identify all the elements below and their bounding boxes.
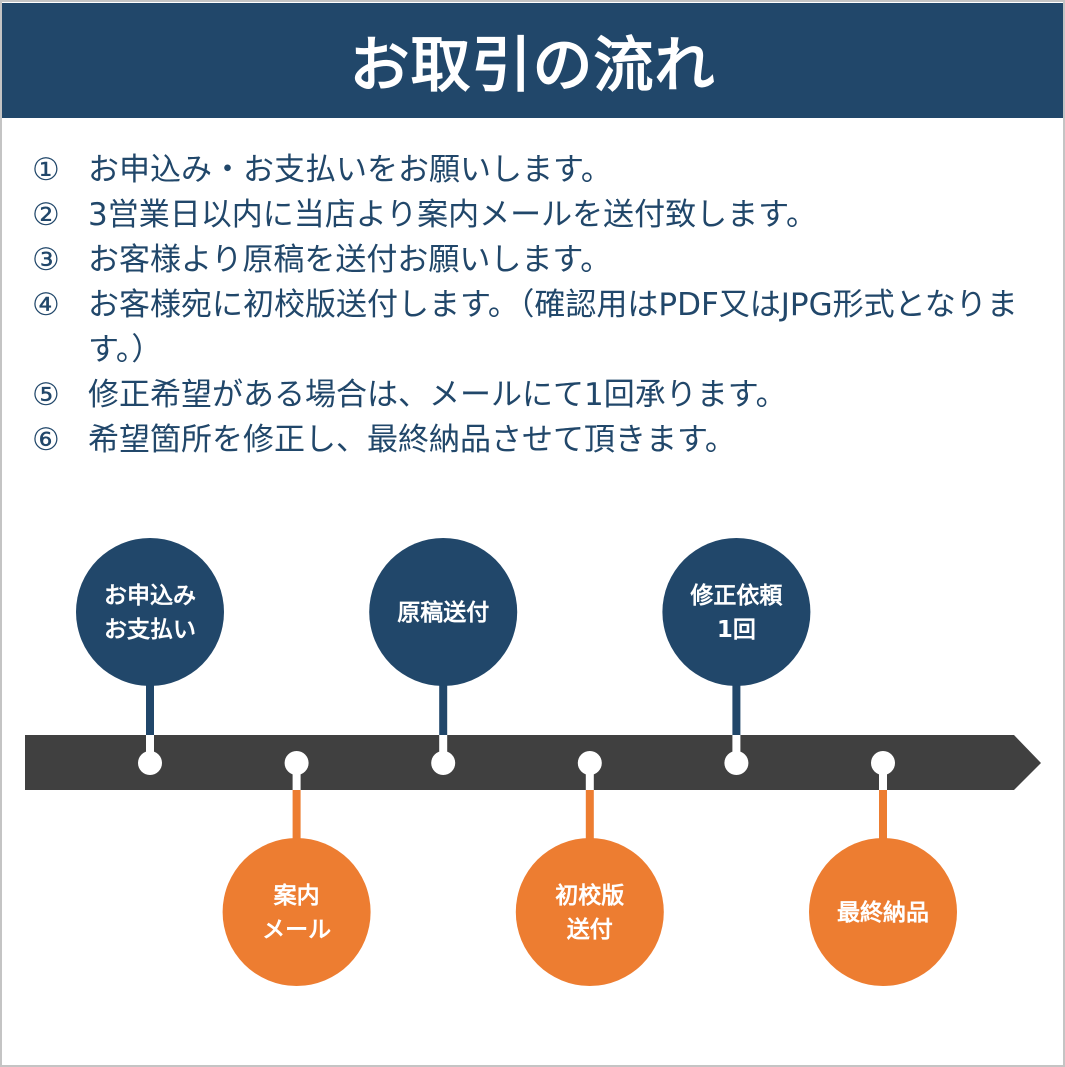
timeline-circle-top: [369, 538, 518, 686]
node-label: 初校版: [555, 882, 624, 909]
step-number: ②: [32, 197, 60, 233]
node-label: お申込み: [104, 582, 196, 609]
step-text: お客様宛に初校版送付します。（確認用はPDF又はJPG形式となります。）: [88, 287, 1018, 368]
timeline-dot: [284, 751, 309, 775]
timeline-node: 原稿送付: [369, 538, 518, 775]
step-number: ①: [32, 152, 60, 188]
step-item: ① お申込み・お支払いをお願いします。: [32, 148, 1042, 193]
node-stem-inner: [879, 763, 887, 790]
step-item: ② 3営業日以内に当店より案内メールを送付致します。: [32, 193, 1042, 238]
step-item: ⑥ 希望箇所を修正し、最終納品させて頂きます。: [32, 418, 1042, 463]
step-text: 修正希望がある場合は、メールにて1回承ります。: [88, 377, 787, 413]
node-label: 1回: [717, 617, 756, 643]
timeline-node: 最終納品: [809, 751, 957, 986]
timeline-node: 初校版送付: [515, 751, 664, 986]
node-label: お支払い: [104, 617, 196, 643]
timeline-circle-bottom: [222, 838, 371, 986]
timeline-dot: [724, 751, 749, 775]
timeline-dot: [871, 751, 895, 775]
node-label: 送付: [567, 916, 613, 943]
node-stem-inner: [439, 735, 448, 763]
node-label: 原稿送付: [397, 599, 489, 626]
steps-list: ① お申込み・お支払いをお願いします。 ② 3営業日以内に当店より案内メールを送…: [32, 148, 1042, 463]
node-label: 案内: [273, 882, 320, 909]
node-stem-inner: [292, 763, 301, 790]
step-text: 希望箇所を修正し、最終納品させて頂きます。: [88, 422, 736, 458]
timeline-dot: [431, 751, 456, 775]
node-stem-inner: [732, 735, 741, 763]
node-stem-inner: [585, 763, 594, 790]
step-number: ⑤: [32, 377, 60, 413]
timeline-circle-bottom: [809, 838, 957, 986]
node-stem-inner: [146, 735, 154, 763]
timeline-dot: [138, 751, 162, 775]
timeline-arrow-bar: [25, 735, 1041, 790]
step-text: 3営業日以内に当店より案内メールを送付致します。: [88, 197, 818, 233]
header-banner: お取引の流れ: [2, 3, 1063, 118]
timeline-dot: [577, 751, 602, 775]
node-label: 修正依頼: [689, 582, 783, 609]
timeline-circle-top: [76, 538, 224, 686]
timeline-node: 案内メール: [222, 751, 371, 986]
timeline-circle-bottom: [515, 838, 664, 986]
step-item: ⑤ 修正希望がある場合は、メールにて1回承ります。: [32, 373, 1042, 418]
step-number: ④: [32, 287, 60, 323]
timeline-circle-top: [662, 538, 811, 686]
step-number: ③: [32, 242, 60, 278]
step-number: ⑥: [32, 422, 60, 458]
page-title: お取引の流れ: [349, 31, 716, 101]
timeline-node: 修正依頼 1回: [662, 538, 811, 775]
node-label: メール: [262, 917, 331, 943]
step-item: ④ お客様宛に初校版送付します。（確認用はPDF又はJPG形式となります。）: [32, 283, 1042, 373]
step-item: ③ お客様より原稿を送付お願いします。: [32, 238, 1042, 283]
step-text: お申込み・お支払いをお願いします。: [88, 152, 612, 188]
node-label: 最終納品: [837, 899, 929, 926]
step-text: お客様より原稿を送付お願いします。: [88, 242, 612, 278]
